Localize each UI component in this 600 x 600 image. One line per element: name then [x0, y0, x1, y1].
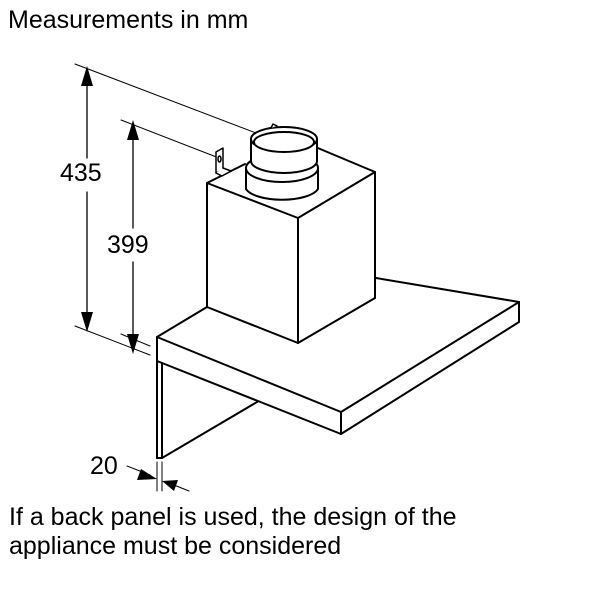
back-panel	[156, 360, 258, 459]
arrow-up-icon	[81, 66, 93, 86]
back-panel-note: If a back panel is used, the design of t…	[9, 503, 457, 561]
page-title: Measurements in mm	[8, 6, 249, 34]
canopy	[156, 277, 520, 435]
exhaust-collar	[245, 123, 319, 201]
chimney-box	[206, 145, 376, 344]
mounting-bracket	[215, 147, 232, 177]
arrow-right-icon	[137, 469, 157, 480]
dimension-20-label: 20	[90, 452, 118, 480]
arrow-down-icon	[81, 312, 93, 332]
arrow-down-icon	[127, 334, 139, 354]
dimension-20-lines	[126, 461, 190, 492]
arrow-up-icon	[127, 120, 139, 140]
arrow-left-icon	[162, 480, 178, 491]
note-line-1: If a back panel is used, the design of t…	[9, 503, 457, 531]
arrowheads	[81, 66, 178, 491]
note-line-2: appliance must be considered	[9, 532, 342, 560]
dimension-399-label: 399	[107, 231, 149, 259]
extension-lines	[74, 63, 257, 356]
dimension-435-label: 435	[60, 159, 102, 187]
